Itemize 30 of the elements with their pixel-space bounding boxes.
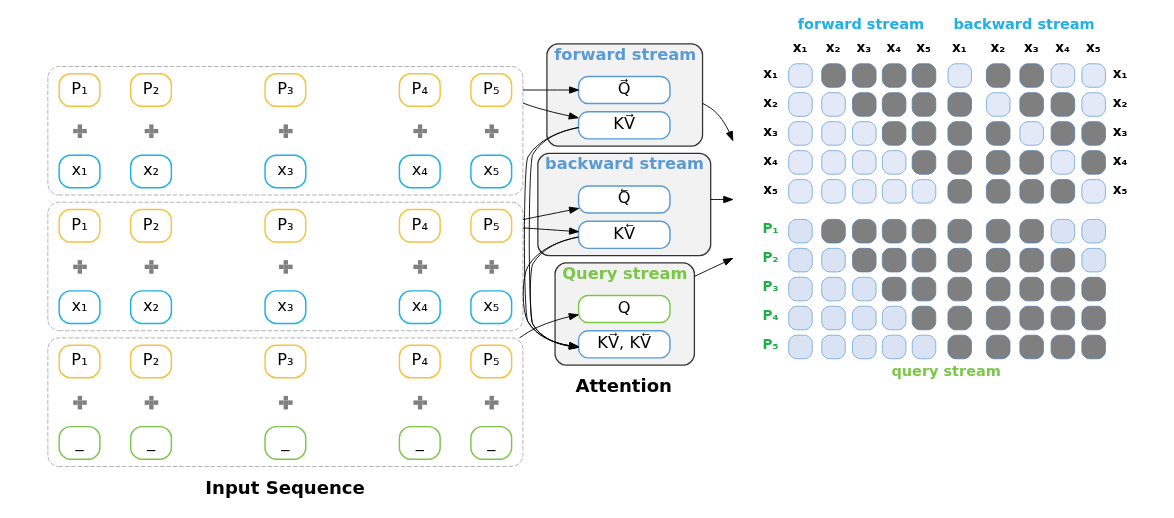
label: x₅ — [915, 39, 931, 56]
label: P₂ — [761, 249, 778, 266]
label: x₄ — [885, 39, 901, 56]
label: x₂ — [990, 39, 1005, 56]
label: x₁ — [951, 39, 967, 56]
label: x₃ — [1023, 39, 1039, 56]
label: query stream — [890, 362, 1001, 379]
label: x₄ — [1054, 39, 1070, 56]
label: P₅ — [761, 336, 778, 353]
label: x₅ — [1112, 180, 1127, 197]
label: x₃ — [1112, 122, 1127, 139]
label: x₃ — [856, 39, 871, 56]
label: x₃ — [762, 122, 778, 139]
label: x₂ — [1112, 93, 1127, 110]
label: forward stream — [797, 16, 924, 33]
label: x₄ — [1112, 151, 1127, 168]
label: P₄ — [761, 307, 778, 324]
label: x₅ — [762, 180, 778, 197]
label: Input Sequence — [204, 476, 365, 498]
label: x₄ — [762, 151, 778, 168]
label: P₁ — [761, 220, 778, 237]
label: x₂ — [825, 39, 841, 56]
label: x₁ — [1112, 64, 1127, 81]
label: Attention — [574, 375, 672, 397]
label: x₂ — [762, 93, 778, 110]
label: x₁ — [792, 39, 807, 56]
label: backward stream — [952, 16, 1095, 33]
label: P₃ — [761, 278, 778, 295]
label: x₅ — [1085, 39, 1101, 56]
label: x₁ — [762, 64, 778, 81]
